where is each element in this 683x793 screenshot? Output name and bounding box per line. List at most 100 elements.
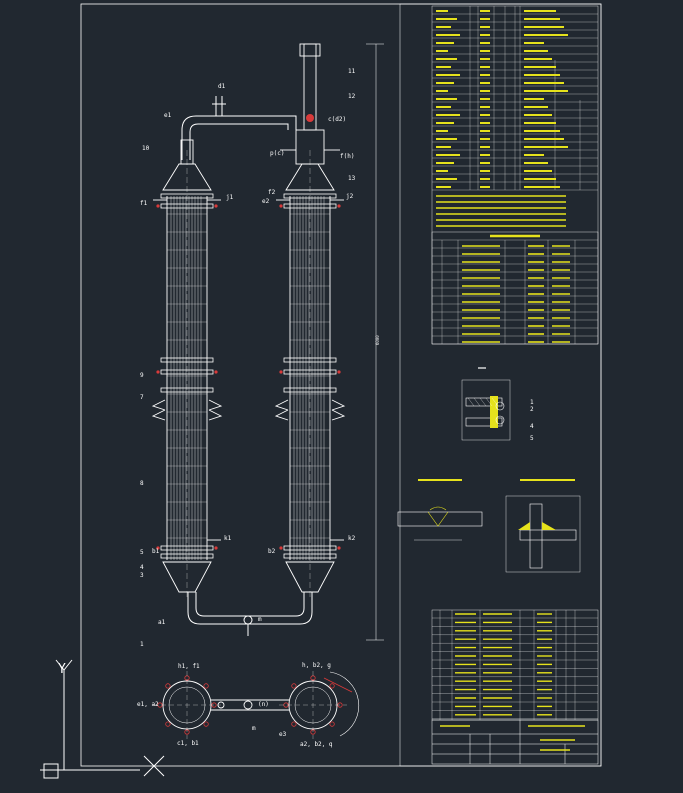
overall-height-label: 6000 — [375, 335, 380, 345]
plan-label-1: h1, f1 — [178, 663, 200, 670]
callout-7: 7 — [140, 394, 144, 401]
callout-3: 3 — [140, 572, 144, 579]
bom-table — [431, 609, 599, 721]
callout-j1: j1 — [226, 194, 234, 201]
plan-nozzle — [203, 721, 209, 727]
ucs-y-label: Y — [58, 662, 66, 677]
detail-b-plate — [519, 529, 577, 541]
plan-view — [153, 671, 360, 739]
callout-8: 8 — [140, 480, 144, 487]
plan-view-labels: h1, f1 e1, a2 c1, b1 h, b2, g e3 a2, b2,… — [137, 662, 333, 748]
detail-labels: 1 2 4 5 — [530, 399, 534, 442]
top-neck — [180, 139, 194, 165]
support-lug — [151, 399, 166, 411]
detail-b-weld — [542, 522, 556, 530]
title-block — [431, 719, 599, 765]
callout-13: 13 — [348, 175, 356, 182]
support-lug — [208, 399, 223, 411]
plan-nozzle — [329, 721, 335, 727]
plan-nozzle — [165, 683, 171, 689]
bolt-marker — [214, 204, 218, 208]
callout-12: 12 — [348, 93, 356, 100]
detail-1-bolt — [495, 401, 505, 411]
callout-e1: e1 — [164, 112, 172, 119]
detail-label-4: 4 — [530, 423, 534, 430]
motor-marker — [306, 114, 314, 122]
support-lug — [331, 409, 346, 421]
callout-m: m — [258, 616, 262, 623]
callout-f1: f1 — [140, 200, 148, 207]
detail-1-plate — [465, 417, 503, 427]
detail-a-weld — [427, 511, 449, 527]
plan-nozzle — [291, 721, 297, 727]
support-lug — [151, 409, 166, 421]
callout-j2: j2 — [346, 193, 354, 200]
top-vessel — [295, 129, 325, 165]
plan-label-3: c1, b1 — [177, 740, 199, 747]
overall-height-dimension — [366, 43, 384, 641]
hatch — [485, 397, 493, 407]
bolt-marker — [337, 370, 341, 374]
plan-label-m: m — [252, 725, 256, 732]
right-column — [274, 43, 346, 600]
plan-label-n: (n) — [258, 701, 269, 708]
plan-nozzle-small — [217, 701, 225, 709]
plan-label-2: e1, a2 — [137, 701, 159, 708]
plan-label-4: h, b2, g — [302, 662, 331, 669]
hatch — [467, 397, 475, 407]
bolt-marker — [156, 204, 160, 208]
bolt-marker — [337, 546, 341, 550]
hatch — [473, 397, 481, 407]
detail-b-weld — [518, 522, 530, 530]
plan-label-6: a2, b2, q — [300, 741, 333, 748]
spec-table — [431, 5, 599, 345]
callout-1: 1 — [140, 641, 144, 648]
detail-1-gasket — [490, 396, 498, 428]
bottom-head — [162, 561, 212, 593]
plan-nozzle — [165, 721, 171, 727]
bolt-marker — [214, 546, 218, 550]
detail-1-frame — [461, 379, 511, 441]
detail-b-frame — [505, 495, 581, 573]
ucs-icon — [40, 659, 165, 779]
bolt-marker — [156, 546, 160, 550]
detail-label-2: 2 — [530, 406, 534, 413]
callout-k1: k1 — [224, 535, 232, 542]
callout-b1: b1 — [152, 548, 160, 555]
bolt-marker — [279, 546, 283, 550]
support-lug — [274, 399, 289, 411]
callouts: 10 9 7 8 5 4 3 1 11 12 13 d1 e1 f1 j1 e2… — [140, 68, 356, 648]
support-lug — [274, 409, 289, 421]
plan-nozzle — [329, 683, 335, 689]
bottom-head — [285, 561, 335, 593]
top-head — [162, 163, 212, 191]
hatch — [479, 397, 487, 407]
callout-4: 4 — [140, 564, 144, 571]
callout-k2: k2 — [348, 535, 356, 542]
plan-m-nozzle — [243, 700, 253, 710]
piping — [181, 96, 313, 636]
bolt-marker — [279, 370, 283, 374]
drawing-frame — [80, 3, 602, 767]
plan-nozzle — [203, 683, 209, 689]
nozzle-table — [431, 231, 599, 345]
callout-11: 11 — [348, 68, 356, 75]
detail-label-5: 5 — [530, 435, 534, 442]
left-column — [151, 139, 223, 600]
callout-d1: d1 — [218, 83, 226, 90]
bolt-marker — [214, 370, 218, 374]
detail-1-bolt — [495, 415, 505, 425]
hatch — [491, 397, 499, 407]
support-lug — [331, 399, 346, 411]
detail-a-cap — [429, 506, 447, 511]
plan-nozzle — [291, 683, 297, 689]
detail-b-post — [529, 503, 543, 569]
bolt-marker — [279, 204, 283, 208]
detail-1-plate — [465, 397, 503, 407]
callout-cd2: c(d2) — [328, 116, 346, 123]
motor-head — [299, 43, 321, 57]
callout-5: 5 — [140, 549, 144, 556]
detail-a-plate — [397, 511, 483, 527]
plan-arc-lead — [323, 677, 353, 693]
